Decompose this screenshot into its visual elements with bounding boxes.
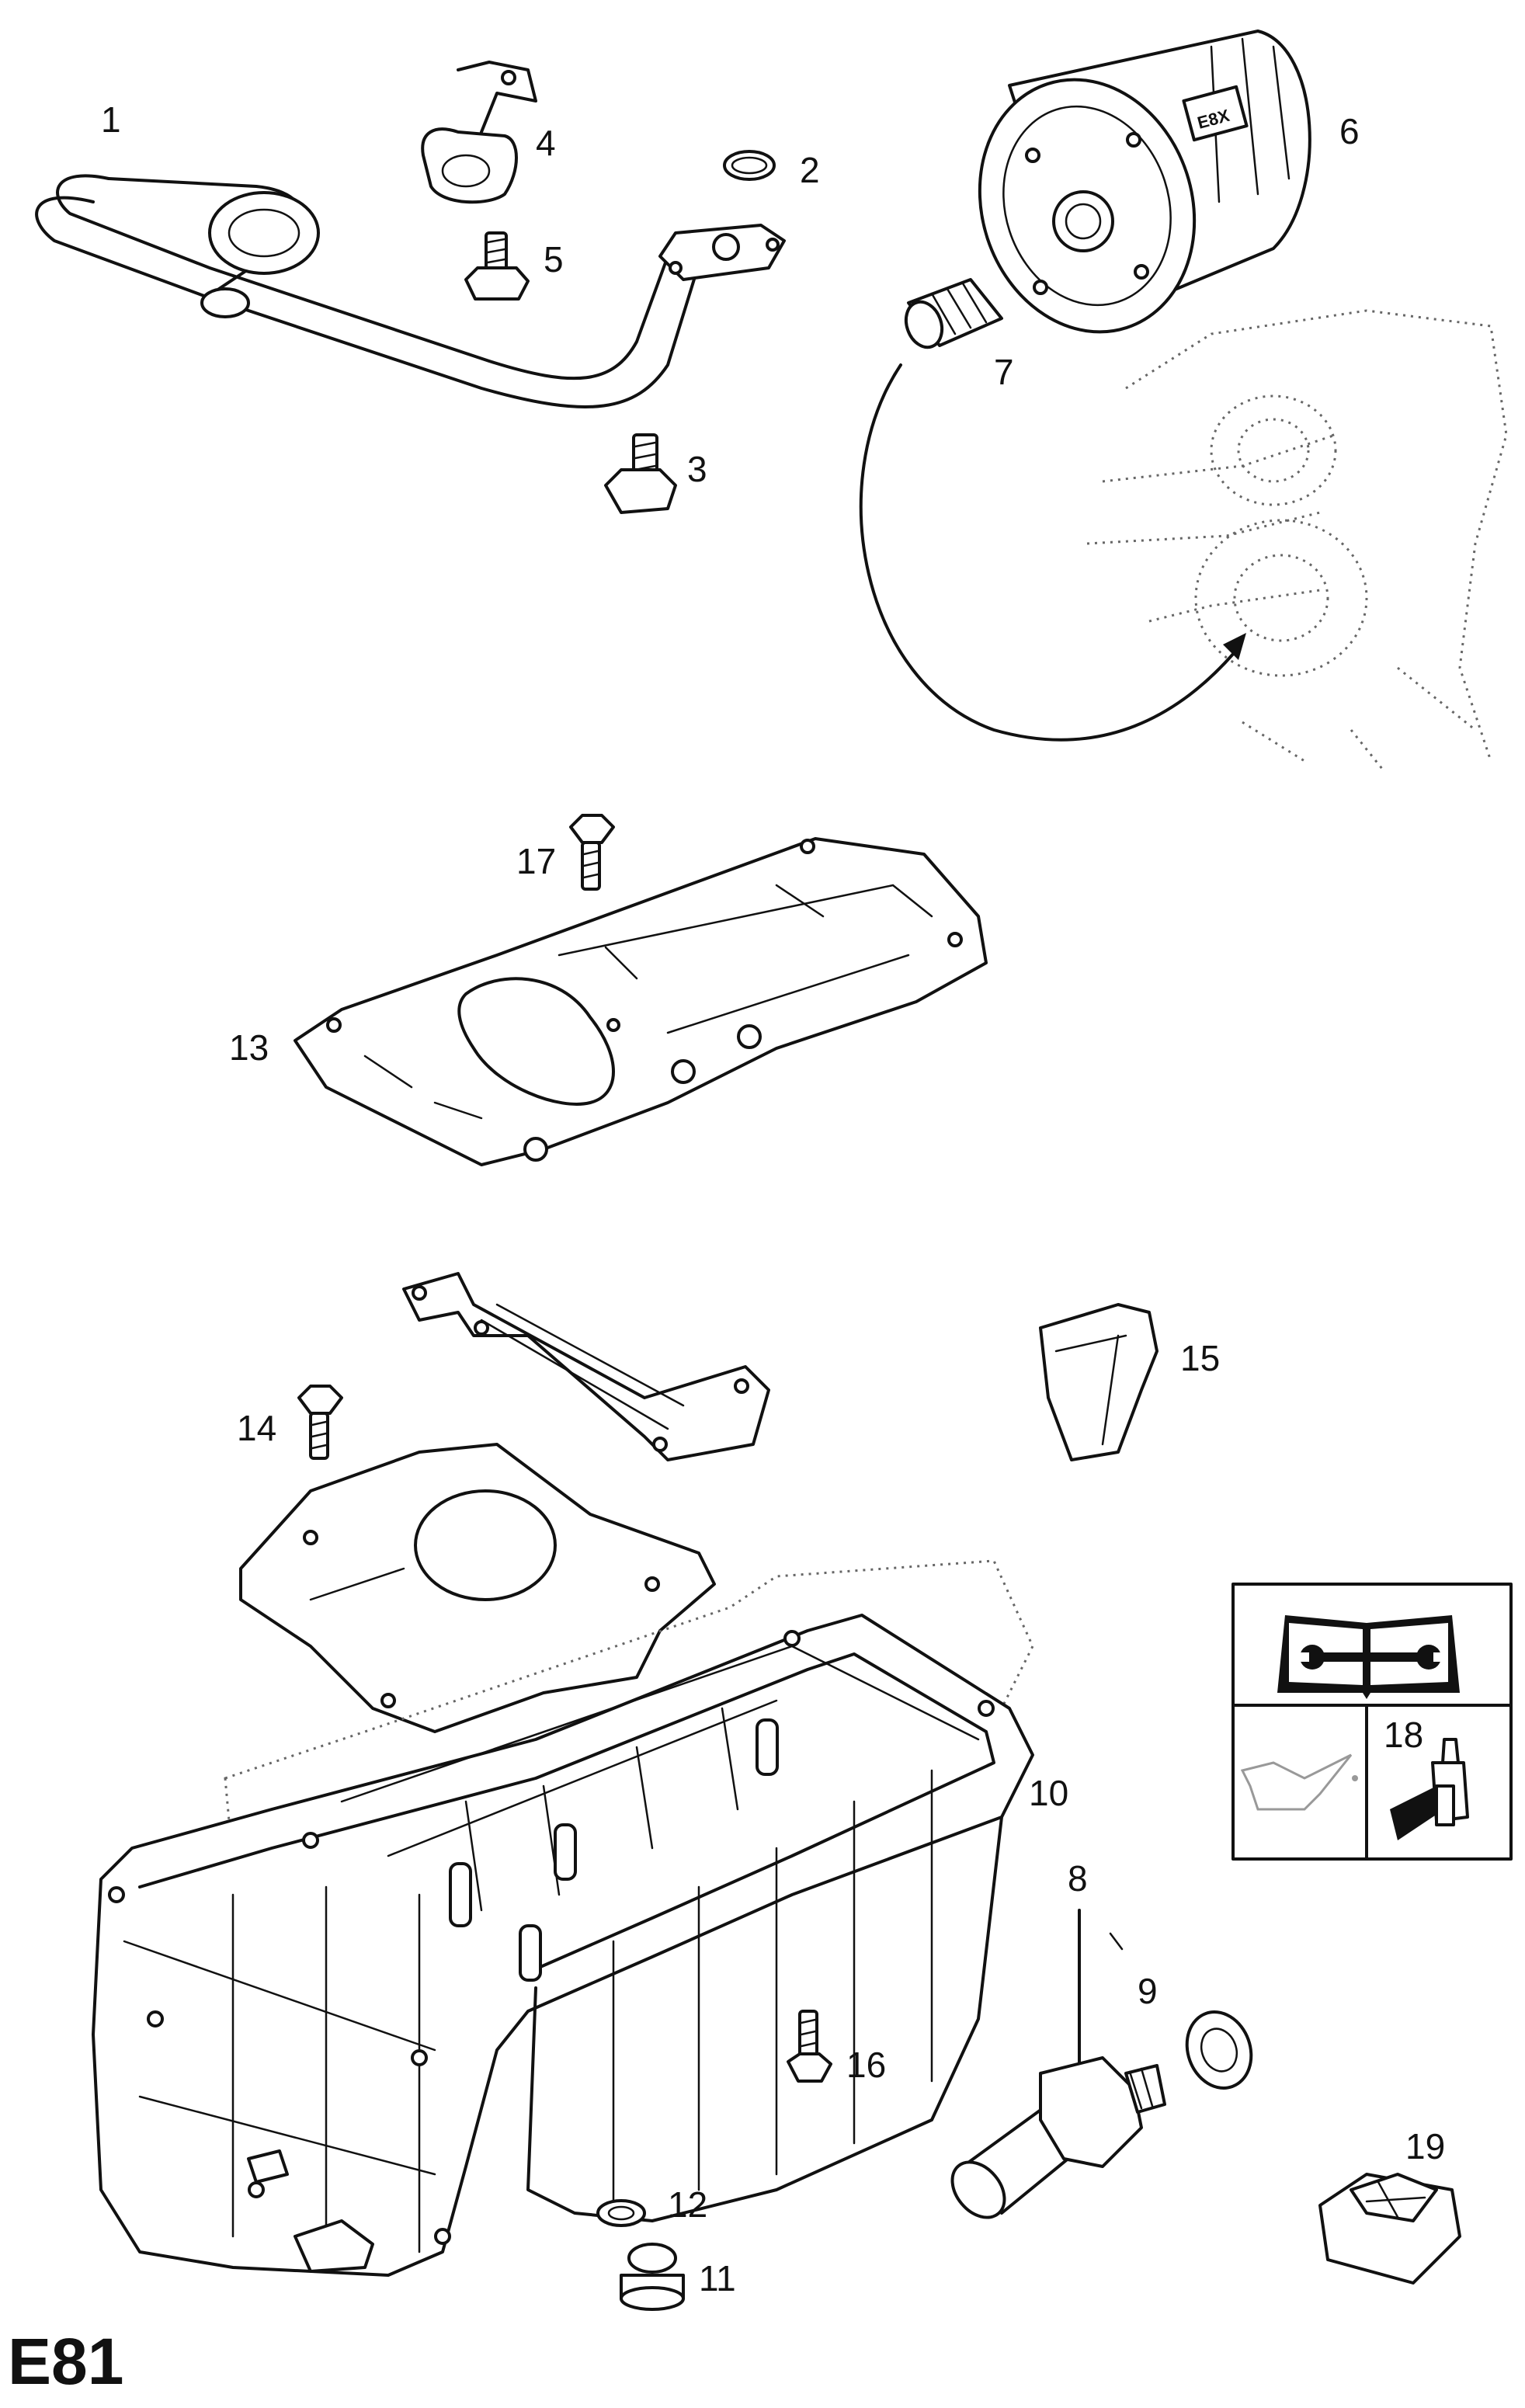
engine-block-sketch [859, 309, 1508, 770]
callout-7: 7 [994, 352, 1014, 392]
part-19-cap [1318, 2173, 1461, 2285]
part-16-bolt [787, 2010, 832, 2083]
callout-13: 13 [229, 1027, 269, 1068]
sheet-code: E81 [8, 2325, 123, 2398]
callout-6: 6 [1339, 111, 1360, 151]
part-15-clip [1039, 1303, 1159, 1461]
callout-18: 18 [1384, 1715, 1423, 1755]
part-12-washer [596, 2199, 646, 2227]
part-6-oil-filter: E8X [978, 30, 1311, 334]
callout-5: 5 [544, 239, 564, 280]
callout-2: 2 [800, 150, 820, 190]
part-11-drain-plug [620, 2243, 685, 2311]
part-5-bolt [464, 231, 530, 301]
callout-16: 16 [846, 2045, 886, 2085]
callout-15: 15 [1180, 1338, 1220, 1378]
callout-labels: 1 2 3 4 5 6 7 8 9 10 11 12 13 14 15 16 1… [101, 99, 1445, 2299]
part-4-pipe-clip [421, 61, 537, 204]
oil-can-icon [1240, 1753, 1358, 1811]
callout-17: 17 [516, 841, 556, 881]
part-13-baffle-plate [294, 837, 988, 1166]
bracket-plate [402, 1272, 770, 1461]
part-14-bolt [297, 1385, 343, 1460]
callout-8: 8 [1068, 1858, 1088, 1899]
part-2-o-ring [723, 150, 776, 181]
service-info-box: 18 [1231, 1583, 1513, 1861]
callout-9: 9 [1138, 1971, 1158, 2011]
part-1-oil-suction-pipe [35, 174, 786, 408]
sealant-tube-icon [1390, 1738, 1469, 1840]
callout-11: 11 [699, 2258, 736, 2299]
callout-1: 1 [101, 99, 121, 140]
pump-cover-plate [239, 1443, 716, 1733]
part-7-threaded-connector [904, 278, 1003, 349]
part-9-sealing-ring [1109, 1932, 1253, 2090]
part-8-oil-pressure-switch [950, 1909, 1166, 2219]
part-3-bolt [604, 433, 677, 514]
manual-wrench-icon [1277, 1615, 1460, 1699]
callout-19: 19 [1405, 2126, 1445, 2167]
part-17-bolt [569, 814, 615, 891]
part-10-oil-pan [92, 1559, 1034, 2277]
callout-3: 3 [687, 449, 707, 489]
callout-14: 14 [237, 1408, 276, 1448]
callout-12: 12 [668, 2184, 707, 2225]
callout-10: 10 [1029, 1773, 1068, 1813]
callout-4: 4 [536, 123, 556, 163]
